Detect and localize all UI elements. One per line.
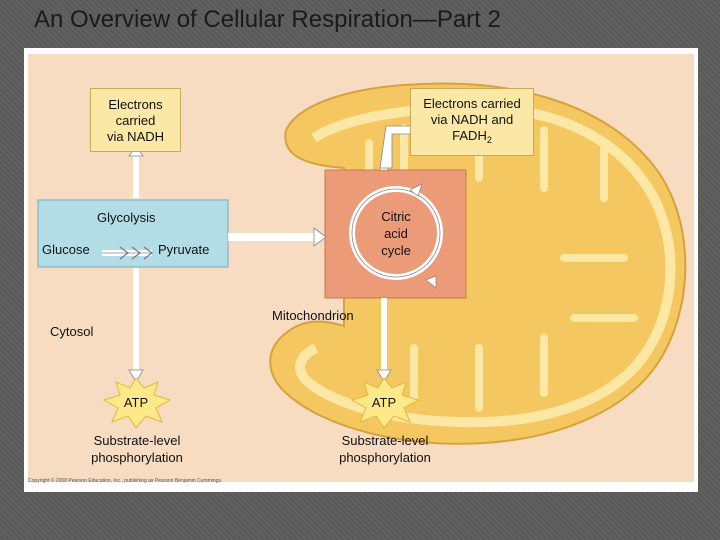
mitochondrion-label: Mitochondrion — [272, 308, 354, 323]
electrons-nadh-fadh-box: Electrons carried via NADH and FADH2 — [410, 88, 534, 156]
electrons-nadh-line-3: via NADH — [106, 129, 165, 144]
copyright-text: Copyright © 2008 Pearson Education, Inc.… — [28, 478, 223, 484]
atp-burst-right — [350, 377, 420, 429]
citric-acid-cycle-label: Citric acid cycle — [368, 208, 424, 259]
electrons-nadh-box: Electrons carried via NADH — [90, 88, 181, 152]
substrate-left-line-2: phosphorylation — [91, 450, 183, 465]
atp-left-label: ATP — [123, 395, 149, 410]
atp-burst-left — [102, 377, 172, 429]
substrate-left-line-1: Substrate-level — [93, 433, 181, 448]
diagram-art — [37, 82, 687, 445]
atp-right-label: ATP — [371, 395, 397, 410]
electrons-nadh-fadh-line-2: via NADH and — [430, 112, 514, 127]
substrate-right-label: Substrate-level phosphorylation — [320, 432, 450, 466]
fadh-subscript: 2 — [486, 135, 492, 145]
electrons-nadh-line-1: Electrons — [108, 97, 163, 112]
electrons-nadh-fadh-line-3: FADH2 — [452, 128, 492, 145]
cytosol-label: Cytosol — [50, 324, 94, 339]
substrate-right-line-2: phosphorylation — [339, 450, 431, 465]
glycolysis-label: Glycolysis — [97, 210, 156, 225]
slide-title: An Overview of Cellular Respiration—Part… — [34, 6, 501, 33]
substrate-left-label: Substrate-level phosphorylation — [72, 432, 202, 466]
substrate-right-line-1: Substrate-level — [341, 433, 429, 448]
glucose-label: Glucose — [42, 242, 90, 257]
electrons-nadh-fadh-line-1: Electrons carried — [423, 96, 521, 111]
citric-line-2: acid — [384, 226, 408, 241]
pyruvate-label: Pyruvate — [158, 242, 210, 257]
diagram-panel: Electrons carried via NADH Electrons car… — [24, 48, 698, 492]
electrons-nadh-line-2: carried — [115, 113, 156, 128]
citric-line-1: Citric — [381, 209, 411, 224]
citric-line-3: cycle — [381, 243, 411, 258]
